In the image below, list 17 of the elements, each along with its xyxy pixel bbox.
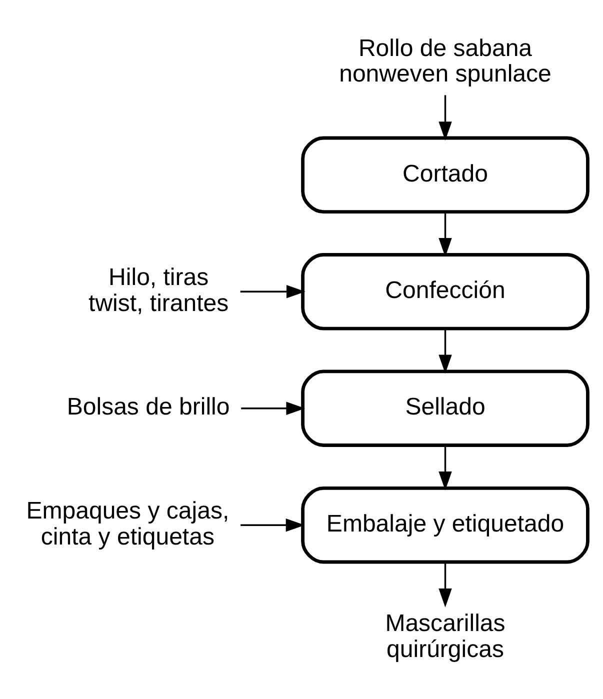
arrow	[438, 94, 452, 140]
node-text: Hilo, tiras twist, tirantes	[88, 264, 229, 316]
node-box: Sellado	[301, 369, 590, 446]
node-text: Rollo de sabana nonweven spunlace	[339, 34, 552, 88]
node-box: Embalaje y etiquetado	[301, 486, 590, 564]
arrow	[240, 284, 306, 298]
arrow	[438, 562, 452, 607]
arrow	[438, 444, 452, 490]
node-text: Bolsas de brillo	[66, 393, 230, 420]
node-box: Confección	[301, 252, 590, 330]
arrow	[438, 211, 452, 256]
arrow	[241, 401, 306, 414]
node-text: Empaques y cajas, cinta y etiquetas	[26, 497, 230, 550]
node-text: Mascarillas quirúrgicas	[385, 609, 506, 662]
arrow	[240, 518, 305, 532]
node-box: Cortado	[301, 136, 590, 214]
arrow	[438, 328, 452, 374]
